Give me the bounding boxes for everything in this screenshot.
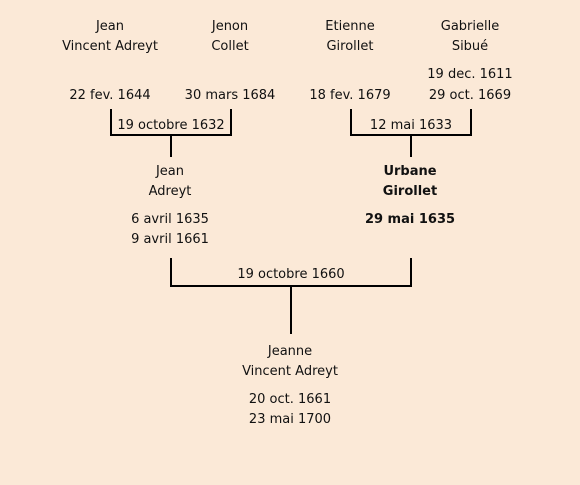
gm-maternal-name1: Gabrielle [440,19,500,34]
father-date1: 6 avril 1635 [131,212,209,227]
gf-paternal-name1: Jean [95,19,125,34]
connector-line [110,109,112,136]
mother-date: 29 mai 1635 [364,212,456,227]
gm-paternal-date: 30 mars 1684 [184,88,276,103]
connector-line [170,258,172,287]
father-name2: Adreyt [148,184,192,199]
gf-maternal-name1: Etienne [325,19,375,34]
gf-paternal-name2: Vincent Adreyt [62,39,158,54]
marriage-date-maternal: 12 mai 1633 [369,118,453,133]
connector-line [410,258,412,287]
child-date2: 23 mai 1700 [248,412,332,427]
child-name1: Jeanne [267,344,313,359]
mother-name2: Girollet [382,184,438,199]
connector-line [470,109,472,136]
connector-line [290,285,292,334]
marriage-date-paternal: 19 octobre 1632 [117,118,225,133]
gf-paternal-date: 22 fev. 1644 [69,88,151,103]
connector-line [350,109,352,136]
child-name2: Vincent Adreyt [242,364,338,379]
gm-maternal-name2: Sibué [451,39,489,54]
gf-maternal-date: 18 fev. 1679 [309,88,391,103]
gm-maternal-date2: 29 oct. 1669 [428,88,512,103]
gm-maternal-date1: 19 dec. 1611 [427,67,513,82]
gm-paternal-name2: Collet [211,39,249,54]
father-name1: Jean [155,164,185,179]
connector-line [410,134,412,157]
marriage-date-parents: 19 octobre 1660 [237,267,345,282]
child-date1: 20 oct. 1661 [248,392,332,407]
gm-paternal-name1: Jenon [211,19,249,34]
connector-line [170,134,172,157]
mother-name1: Urbane [383,164,437,179]
gf-maternal-name2: Girollet [326,39,374,54]
connector-line [230,109,232,136]
father-date2: 9 avril 1661 [131,232,209,247]
